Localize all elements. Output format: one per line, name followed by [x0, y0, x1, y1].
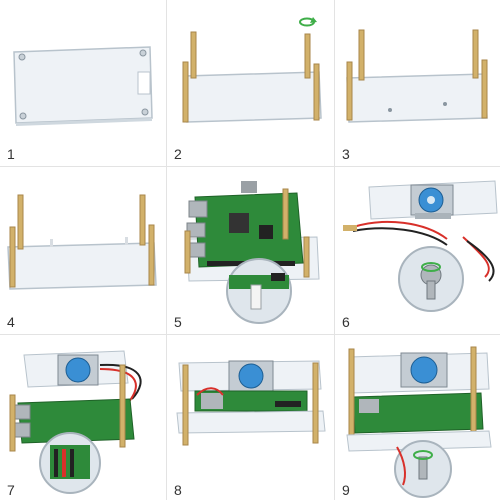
- step-panel-3: 3: [335, 0, 500, 166]
- side-assembly-illustration: [9, 350, 142, 494]
- step-number: 1: [7, 146, 15, 162]
- fan-lid-illustration: [343, 180, 498, 312]
- step-number: 5: [174, 314, 182, 330]
- step-panel-8: 8: [167, 335, 334, 502]
- final-assembly-illustration: [346, 346, 492, 498]
- step-number: 8: [174, 482, 182, 498]
- step-number: 6: [342, 314, 350, 330]
- step-number: 7: [7, 482, 15, 498]
- step-number: 9: [342, 482, 350, 498]
- step-panel-4: 4: [0, 167, 166, 334]
- step-number: 3: [342, 146, 350, 162]
- base-plate-illustration: [13, 46, 153, 126]
- step-number: 2: [174, 146, 182, 162]
- step-panel-2: 2: [167, 0, 334, 166]
- standoffs-illustration: [346, 29, 488, 123]
- rotate-arrow-icon: [299, 17, 317, 27]
- step-panel-6: 6: [335, 167, 500, 334]
- standoffs-illustration: [7, 194, 157, 290]
- step-panel-5: 5: [167, 167, 334, 334]
- step-number: 4: [7, 314, 15, 330]
- step-panel-9: 9: [335, 335, 500, 502]
- board-mounting-illustration: [184, 181, 320, 324]
- step-panel-7: 7: [0, 335, 166, 502]
- standoffs-illustration: [182, 17, 322, 123]
- step-panel-1: 1: [0, 0, 166, 166]
- front-assembly-illustration: [176, 360, 326, 446]
